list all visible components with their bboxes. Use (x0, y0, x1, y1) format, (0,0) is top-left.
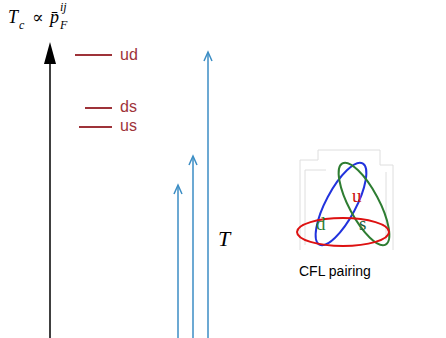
level-lines (75, 55, 112, 127)
level-label: ds (120, 98, 137, 116)
axis-line (49, 58, 51, 338)
quark-letter: s (359, 214, 366, 235)
axis-arrowhead (44, 42, 56, 64)
axis-subscript: c (19, 19, 24, 32)
temperature-arrows (174, 52, 212, 338)
axis-subscript: F (60, 19, 67, 32)
temperature-label: T (218, 227, 230, 251)
pairing-ellipses (297, 156, 399, 251)
caption-label: CFL pairing (299, 264, 371, 279)
level-label: us (120, 117, 137, 135)
quark-letter: d (316, 214, 326, 235)
quark-letter: u (352, 186, 362, 207)
axis-symbol: p̄ (50, 8, 59, 28)
level-label: ud (120, 46, 138, 64)
axis-superscript: ij (60, 1, 67, 14)
proportional-sign: ∝ (32, 9, 44, 28)
axis-symbol: T (8, 8, 18, 28)
